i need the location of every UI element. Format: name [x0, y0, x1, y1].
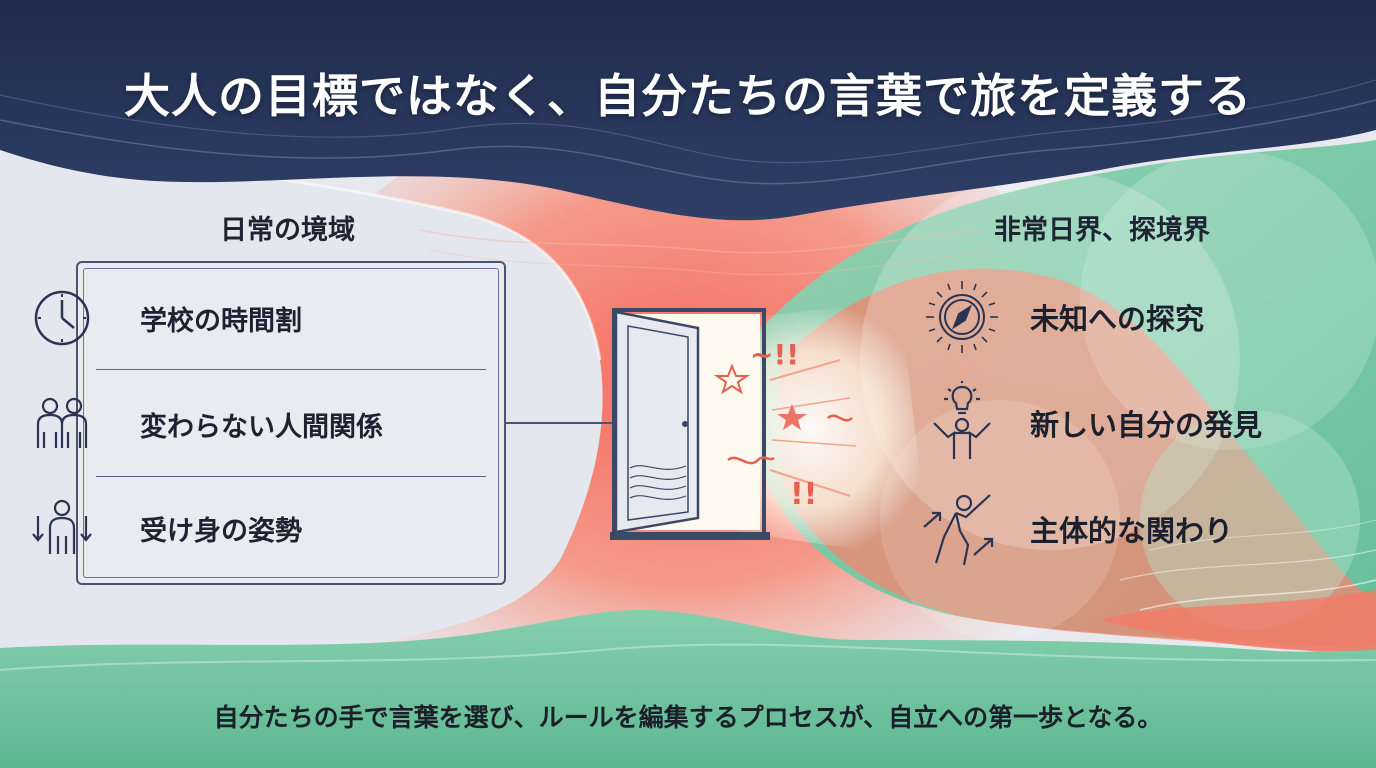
ordinary-item-label: 学校の時間割 [140, 305, 302, 337]
divider [96, 476, 486, 477]
ordinary-item-timetable: 学校の時間割 [20, 266, 420, 370]
door-illustration: ~!! !! [610, 308, 857, 540]
extraordinary-realm-heading: 非常日界、探境界 [994, 215, 1210, 246]
passive-person-icon [30, 496, 94, 560]
ordinary-realm-heading: 日常の境域 [220, 215, 355, 246]
ordinary-item-label: 受け身の姿勢 [140, 515, 302, 547]
ordinary-item-passive: 受け身の姿勢 [20, 476, 420, 580]
extraordinary-item-self-discovery: 新しい自分の発見 [920, 378, 1340, 468]
ordinary-item-relationships: 変わらない人間関係 [20, 372, 420, 476]
compass-icon [920, 275, 1004, 359]
reaching-person-icon [920, 487, 1004, 571]
extraordinary-item-label: 主体的な関わり [1030, 514, 1234, 548]
extraordinary-item-exploration: 未知への探究 [920, 272, 1340, 362]
ordinary-item-label: 変わらない人間関係 [140, 411, 383, 443]
clock-icon [30, 286, 94, 350]
people-icon [30, 392, 94, 456]
extraordinary-item-engagement: 主体的な関わり [920, 484, 1340, 574]
extraordinary-item-label: 新しい自分の発見 [1030, 408, 1263, 442]
extraordinary-item-label: 未知への探究 [1030, 302, 1205, 336]
page-title: 大人の目標ではなく、自分たちの言葉で旅を定義する [124, 69, 1252, 123]
footer-caption: 自分たちの手で言葉を選び、ルールを編集するプロセスが、自立への第一歩となる。 [213, 703, 1163, 732]
exclaim-bottom: !! [790, 477, 817, 512]
divider [96, 369, 486, 370]
lightbulb-person-icon [920, 381, 1004, 465]
ordinary-realm-box [76, 261, 506, 585]
exclaim-top: ~!! [750, 338, 799, 371]
